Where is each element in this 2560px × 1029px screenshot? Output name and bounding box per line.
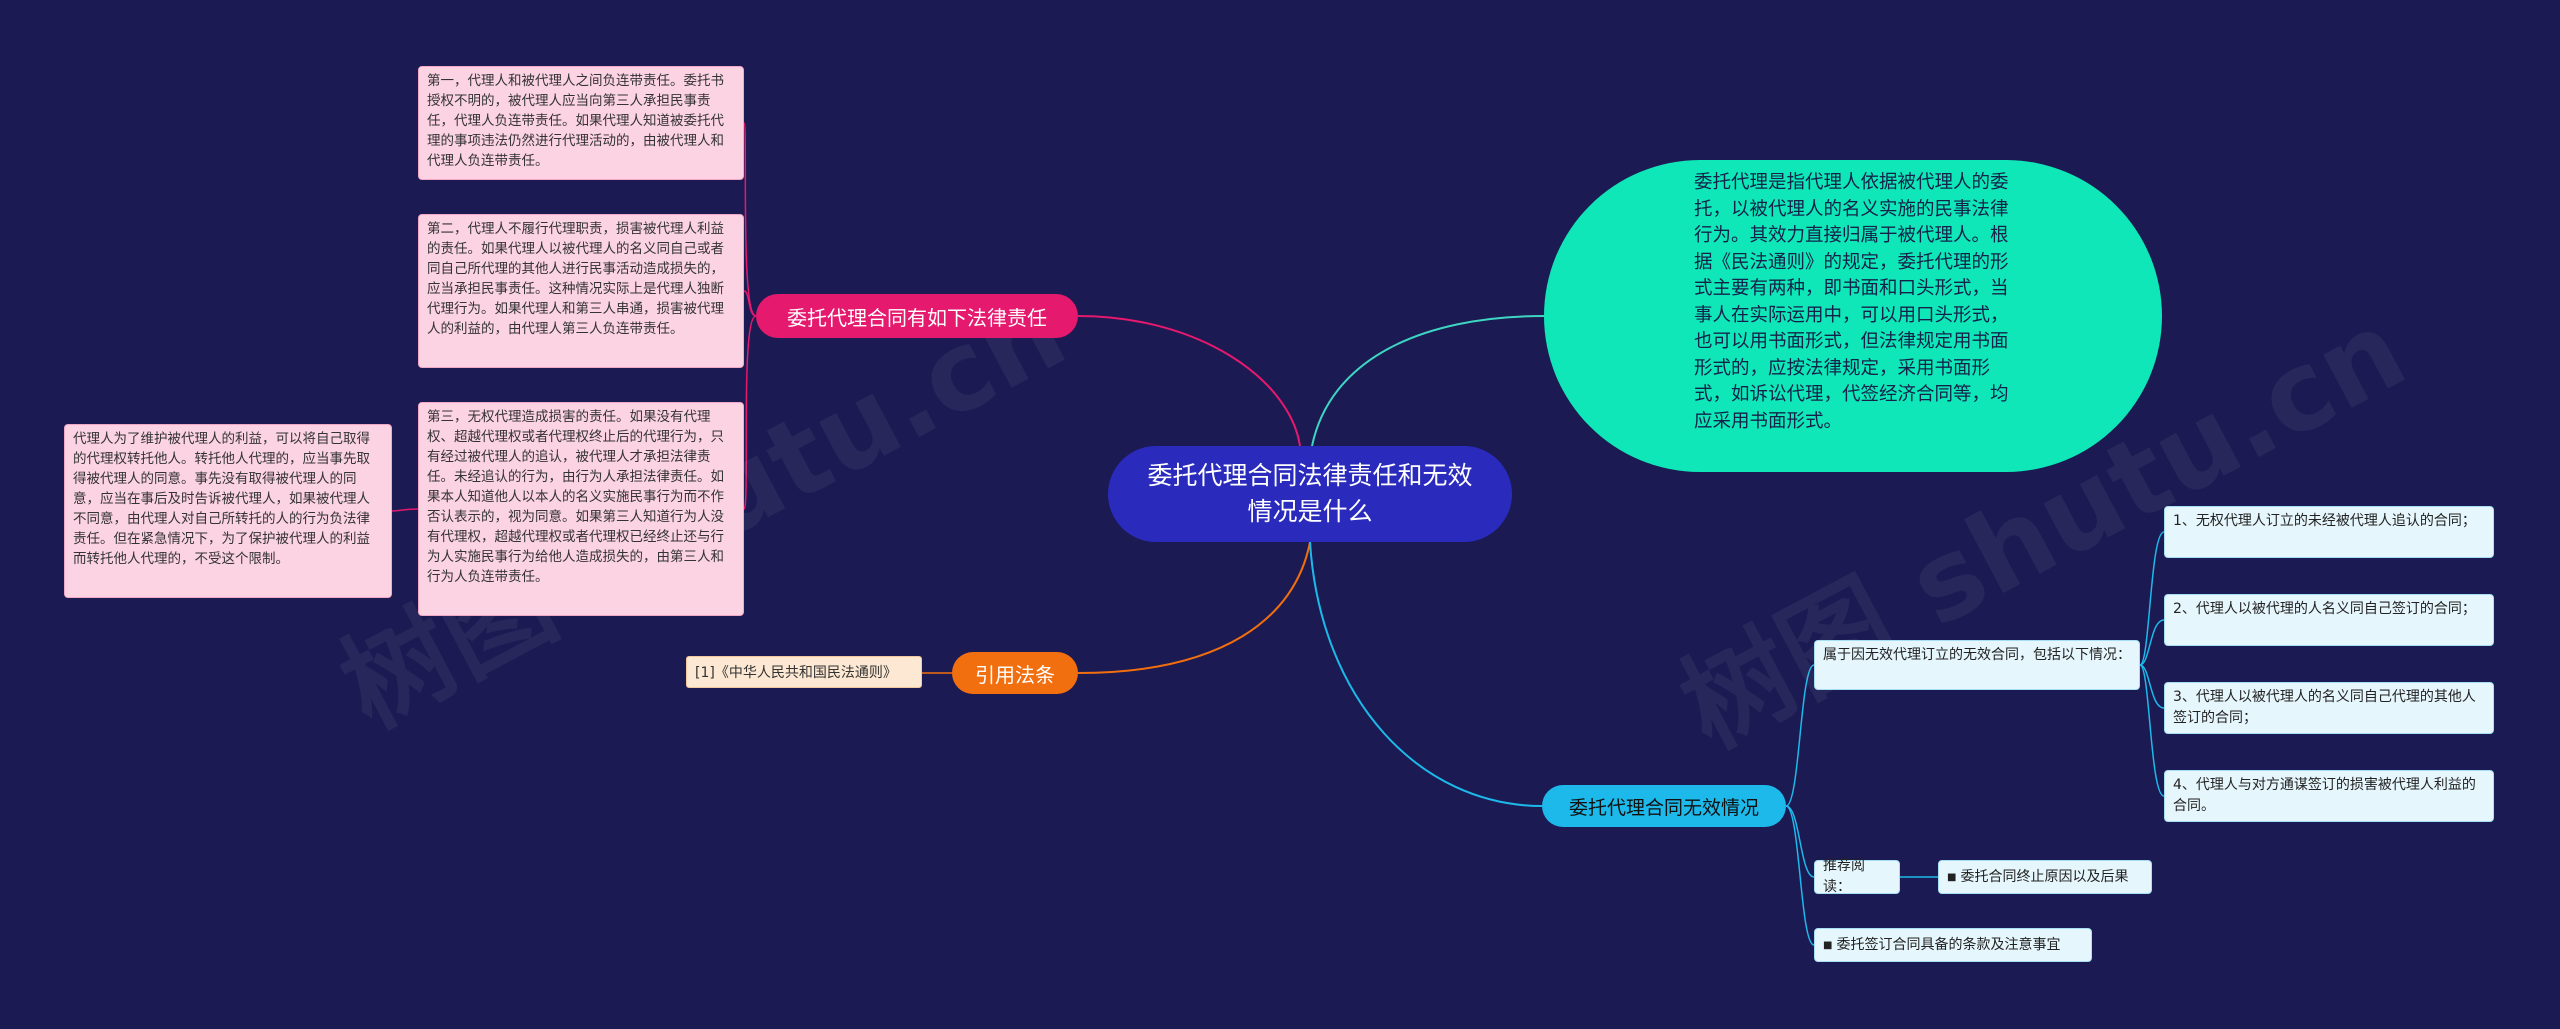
center-topic-label: 委托代理合同法律责任和无效情况是什么 [1147, 461, 1473, 526]
citation-item[interactable]: [1]《中华人民共和国民法通则》 [686, 656, 922, 688]
invalid-intro[interactable]: 属于因无效代理订立的无效合同，包括以下情况： [1814, 640, 2140, 690]
invalid-case[interactable]: 2、代理人以被代理的人名义同自己签订的合同； [2164, 594, 2494, 646]
branch-citation-label: 引用法条 [975, 662, 1055, 687]
branch-citation[interactable]: 引用法条 [952, 652, 1078, 694]
connector-invalid-intro [1785, 664, 1815, 807]
connector-center-definition [1311, 315, 1545, 447]
connector-intro-case3 [2139, 664, 2165, 709]
branch-invalid[interactable]: 委托代理合同无效情况 [1542, 785, 1786, 827]
connector-intro-case1 [2139, 531, 2165, 666]
liability-item[interactable]: 第二，代理人不履行代理职责，损害被代理人利益的责任。如果代理人以被代理人的名义同… [418, 214, 744, 368]
extra-link[interactable]: ■ 委托签订合同具备的条款及注意事宜 [1814, 928, 2092, 962]
recommend-link[interactable]: ■ 委托合同终止原因以及后果 [1938, 860, 2152, 894]
center-topic[interactable]: 委托代理合同法律责任和无效情况是什么 [1108, 446, 1512, 542]
connector-intro-case2 [2139, 619, 2165, 666]
square-bullet-icon: ■ [1947, 871, 1957, 883]
branch-liability-label: 委托代理合同有如下法律责任 [787, 305, 1047, 330]
connector-center-invalid [1309, 541, 1543, 807]
connector-intro-case4 [2139, 664, 2165, 797]
branch-invalid-label: 委托代理合同无效情况 [1568, 796, 1759, 819]
connector-center-liability [1077, 315, 1301, 447]
connector-invalid-extra [1785, 805, 1815, 946]
connector-item3-subnote [391, 508, 419, 512]
definition-node[interactable]: 委托代理是指代理人依据被代理人的委托，以被代理人的名义实施的民事法律行为。其效力… [1544, 160, 2162, 472]
liability-sub-note[interactable]: 代理人为了维护被代理人的利益，可以将自己取得的代理权转托他人。转托他人代理的，应… [64, 424, 392, 598]
square-bullet-icon: ■ [1823, 939, 1833, 951]
invalid-case[interactable]: 4、代理人与对方通谋签订的损害被代理人利益的合同。 [2164, 770, 2494, 822]
connector-liability-item3 [743, 315, 757, 510]
connector-liability-item2 [743, 290, 757, 317]
invalid-case[interactable]: 1、无权代理人订立的未经被代理人追认的合同； [2164, 506, 2494, 558]
invalid-case[interactable]: 3、代理人以被代理人的名义同自己代理的其他人签订的合同； [2164, 682, 2494, 734]
extra-link-label: 委托签订合同具备的条款及注意事宜 [1836, 936, 2061, 953]
connector-invalid-recommend [1785, 805, 1815, 878]
connector-center-citation [1077, 541, 1311, 674]
branch-liability[interactable]: 委托代理合同有如下法律责任 [756, 294, 1078, 338]
recommend-link-label: 委托合同终止原因以及后果 [1960, 868, 2129, 885]
liability-item[interactable]: 第一，代理人和被代理人之间负连带责任。委托书授权不明的，被代理人应当向第三人承担… [418, 66, 744, 180]
liability-item[interactable]: 第三，无权代理造成损害的责任。如果没有代理权、超越代理权或者代理权终止后的代理行… [418, 402, 744, 616]
connector-liability-item1 [743, 122, 757, 317]
recommend-label: 推荐阅读： [1814, 858, 1900, 895]
